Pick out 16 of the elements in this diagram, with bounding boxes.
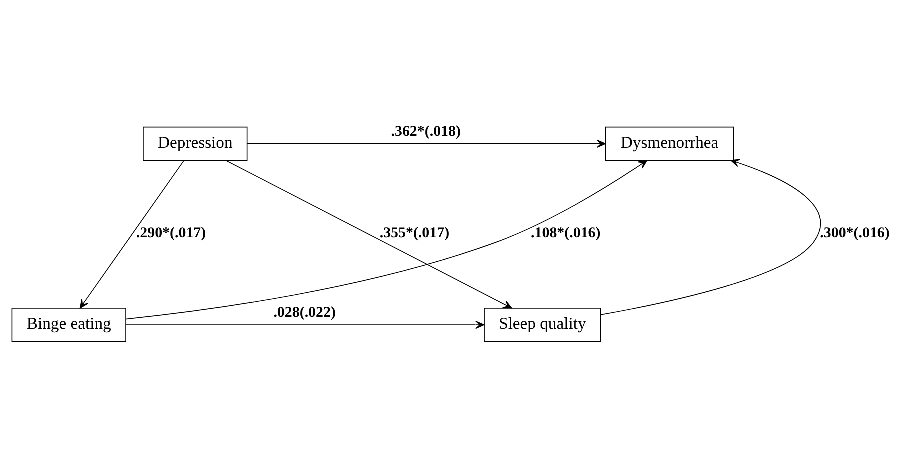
edge-label: .028(.022) [274,305,336,322]
arrow [126,160,648,320]
edge-label: .362*(.018) [391,124,461,140]
node-box: Dysmenorrhea [605,126,734,161]
edge-label: .300*(.016) [820,225,890,242]
arrow [247,140,606,148]
edge-label: .355*(.017) [380,225,450,242]
arrow [80,160,185,309]
node-box: Depression [143,126,248,161]
node-box: Sleep quality [484,308,602,342]
edge-label: .108*(.016) [531,225,601,242]
node-box: Binge eating [12,308,126,342]
edge-label: .290*(.017) [136,225,206,242]
arrow [226,160,512,309]
arrow [126,320,485,330]
arrow [600,159,822,316]
